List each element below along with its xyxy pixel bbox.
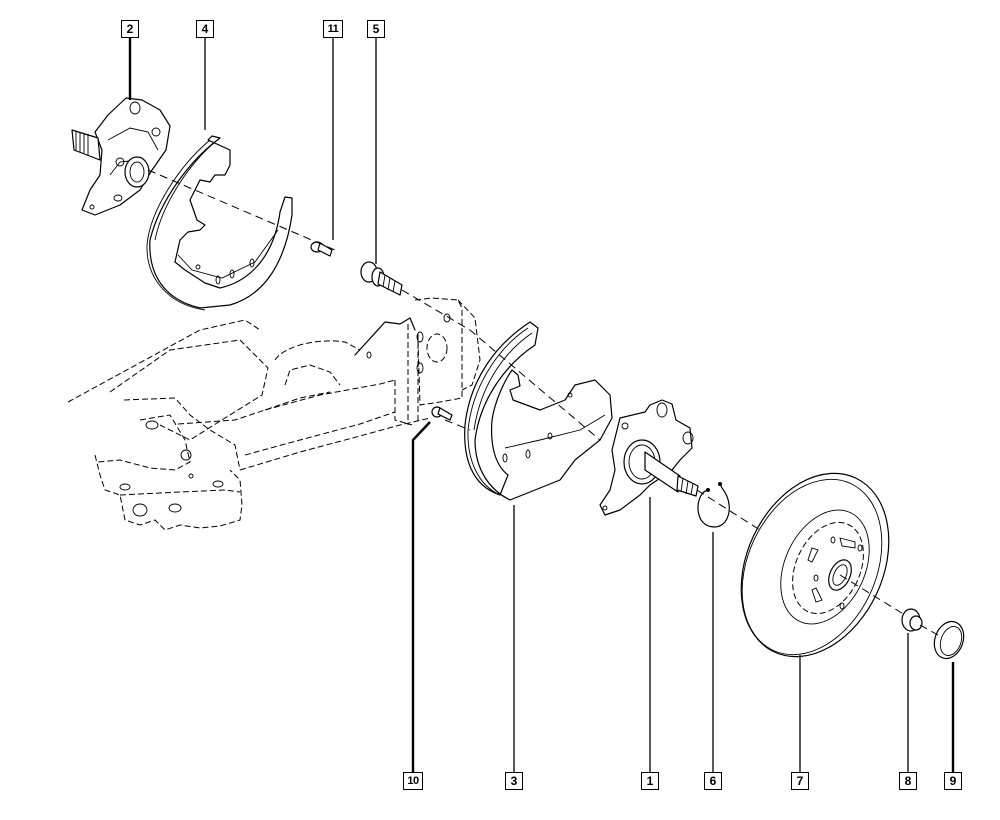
callout-4[interactable]: 4 — [196, 20, 214, 38]
callout-1[interactable]: 1 — [641, 772, 659, 790]
hub-nut-8[interactable] — [901, 608, 923, 632]
callout-3[interactable]: 3 — [505, 772, 523, 790]
callout-2[interactable]: 2 — [121, 20, 139, 38]
callout-8[interactable]: 8 — [899, 772, 917, 790]
brake-backing-plate-3[interactable] — [464, 321, 613, 501]
rear-axle-beam — [67, 317, 431, 531]
callout-10[interactable]: 10 — [403, 772, 423, 790]
screw-10[interactable] — [431, 406, 453, 421]
callout-11[interactable]: 11 — [323, 20, 343, 38]
screw-11[interactable] — [310, 241, 333, 257]
assembly-axis-lines — [147, 169, 939, 636]
axle-mounting-flange — [414, 297, 481, 406]
bolt-5[interactable] — [360, 261, 403, 296]
stub-axle-carrier-2[interactable] — [71, 97, 171, 216]
brake-backing-plate-4[interactable] — [146, 135, 293, 311]
brake-disc-7[interactable] — [713, 449, 917, 680]
stub-axle-carrier-1[interactable] — [599, 399, 699, 516]
callout-6[interactable]: 6 — [704, 772, 722, 790]
callout-5[interactable]: 5 — [367, 20, 385, 38]
callout-leader-lines — [128, 38, 955, 772]
callout-7[interactable]: 7 — [791, 772, 809, 790]
hub-cap-9[interactable] — [929, 617, 968, 662]
callout-9[interactable]: 9 — [944, 772, 962, 790]
circlip-6[interactable] — [697, 482, 730, 528]
